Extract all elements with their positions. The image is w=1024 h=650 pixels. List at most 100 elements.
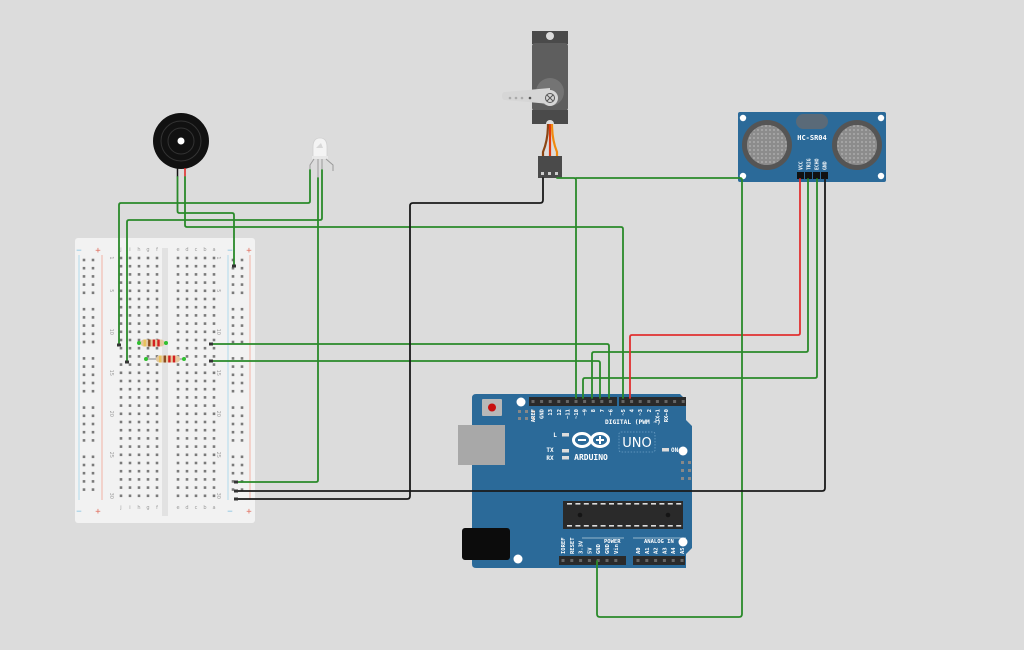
- breadboard-hole[interactable]: [137, 297, 141, 301]
- breadboard-hole[interactable]: [137, 314, 141, 317]
- breadboard-hole[interactable]: [194, 338, 198, 342]
- breadboard-hole[interactable]: [194, 371, 198, 375]
- rail-hole[interactable]: [82, 258, 86, 262]
- breadboard-hole[interactable]: [185, 281, 189, 284]
- breadboard-hole[interactable]: [146, 371, 150, 375]
- breadboard-hole[interactable]: [146, 494, 150, 498]
- wire-servo-signal[interactable]: [556, 177, 577, 399]
- breadboard-hole[interactable]: [155, 404, 159, 407]
- breadboard-hole[interactable]: [155, 314, 159, 317]
- breadboard-hole[interactable]: [176, 428, 180, 432]
- breadboard-hole[interactable]: [137, 289, 141, 293]
- rail-hole[interactable]: [231, 266, 235, 270]
- header-hole[interactable]: [680, 559, 684, 562]
- breadboard-hole[interactable]: [203, 256, 207, 260]
- rail-hole[interactable]: [231, 406, 235, 409]
- breadboard-hole[interactable]: [185, 461, 189, 465]
- rail-hole[interactable]: [91, 275, 95, 278]
- breadboard-hole[interactable]: [185, 428, 189, 432]
- breadboard-hole[interactable]: [185, 338, 189, 342]
- breadboard-hole[interactable]: [137, 494, 141, 498]
- rail-hole[interactable]: [231, 357, 235, 360]
- breadboard-hole[interactable]: [176, 404, 180, 407]
- breadboard-hole[interactable]: [146, 379, 150, 383]
- breadboard-hole[interactable]: [119, 371, 123, 375]
- breadboard-hole[interactable]: [185, 314, 189, 317]
- breadboard-hole[interactable]: [176, 256, 180, 260]
- breadboard-hole[interactable]: [155, 478, 159, 481]
- breadboard-hole[interactable]: [119, 420, 123, 424]
- breadboard-hole[interactable]: [203, 371, 207, 375]
- rail-hole[interactable]: [240, 307, 244, 311]
- breadboard-hole[interactable]: [176, 297, 180, 301]
- breadboard-hole[interactable]: [212, 371, 216, 375]
- breadboard-hole[interactable]: [119, 461, 123, 465]
- breadboard-hole[interactable]: [212, 486, 216, 489]
- breadboard-hole[interactable]: [137, 355, 141, 358]
- header-hole[interactable]: [621, 400, 625, 403]
- breadboard-hole[interactable]: [137, 273, 141, 276]
- breadboard-hole[interactable]: [146, 281, 150, 284]
- breadboard-hole[interactable]: [128, 297, 132, 301]
- breadboard-hole[interactable]: [119, 387, 123, 391]
- header-hole[interactable]: [557, 400, 561, 403]
- breadboard-hole[interactable]: [146, 363, 150, 366]
- rail-hole[interactable]: [240, 324, 244, 327]
- breadboard-hole[interactable]: [194, 281, 198, 284]
- breadboard-hole[interactable]: [203, 453, 207, 457]
- breadboard-hole[interactable]: [176, 346, 180, 350]
- header-hole[interactable]: [548, 400, 552, 403]
- rail-hole[interactable]: [82, 365, 86, 368]
- breadboard-hole[interactable]: [203, 420, 207, 424]
- wire-sensor-ground[interactable]: [235, 178, 826, 492]
- rail-hole[interactable]: [91, 406, 95, 409]
- rail-hole[interactable]: [82, 307, 86, 311]
- rail-hole[interactable]: [231, 414, 235, 418]
- rail-hole[interactable]: [91, 480, 95, 483]
- breadboard-hole[interactable]: [194, 305, 198, 309]
- breadboard-hole[interactable]: [194, 355, 198, 358]
- rail-hole[interactable]: [82, 455, 86, 459]
- rail-hole[interactable]: [91, 389, 95, 393]
- breadboard-hole[interactable]: [146, 297, 150, 301]
- breadboard-hole[interactable]: [176, 412, 180, 416]
- breadboard-hole[interactable]: [194, 346, 198, 350]
- breadboard-hole[interactable]: [203, 412, 207, 416]
- rail-hole[interactable]: [82, 414, 86, 418]
- wire-bb-to-pin-b[interactable]: [210, 360, 601, 399]
- breadboard-hole[interactable]: [155, 379, 159, 383]
- breadboard-hole[interactable]: [176, 289, 180, 293]
- breadboard-hole[interactable]: [203, 486, 207, 489]
- breadboard-hole[interactable]: [146, 305, 150, 309]
- breadboard-hole[interactable]: [119, 314, 123, 317]
- breadboard-hole[interactable]: [176, 420, 180, 424]
- breadboard-hole[interactable]: [203, 338, 207, 342]
- breadboard-hole[interactable]: [119, 404, 123, 407]
- rail-hole[interactable]: [231, 480, 235, 483]
- breadboard-hole[interactable]: [212, 396, 216, 399]
- breadboard-hole[interactable]: [146, 486, 150, 489]
- breadboard-hole[interactable]: [155, 445, 159, 448]
- rail-hole[interactable]: [82, 316, 86, 319]
- rail-hole[interactable]: [82, 480, 86, 483]
- breadboard-hole[interactable]: [212, 453, 216, 457]
- breadboard-hole[interactable]: [146, 428, 150, 432]
- breadboard-hole[interactable]: [155, 256, 159, 260]
- breadboard-hole[interactable]: [137, 264, 141, 268]
- rail-hole[interactable]: [240, 439, 244, 442]
- breadboard-hole[interactable]: [176, 330, 180, 334]
- wire-led-green[interactable]: [126, 169, 323, 363]
- breadboard-hole[interactable]: [212, 445, 216, 448]
- breadboard-hole[interactable]: [194, 437, 198, 440]
- breadboard-hole[interactable]: [212, 314, 216, 317]
- rail-hole[interactable]: [231, 332, 235, 336]
- breadboard-hole[interactable]: [119, 289, 123, 293]
- breadboard-hole[interactable]: [155, 363, 159, 366]
- header-hole[interactable]: [574, 400, 578, 403]
- rail-hole[interactable]: [240, 471, 244, 475]
- rail-hole[interactable]: [82, 471, 86, 475]
- breadboard-hole[interactable]: [137, 486, 141, 489]
- breadboard-hole[interactable]: [128, 412, 132, 416]
- rail-hole[interactable]: [91, 463, 95, 467]
- breadboard-hole[interactable]: [185, 445, 189, 448]
